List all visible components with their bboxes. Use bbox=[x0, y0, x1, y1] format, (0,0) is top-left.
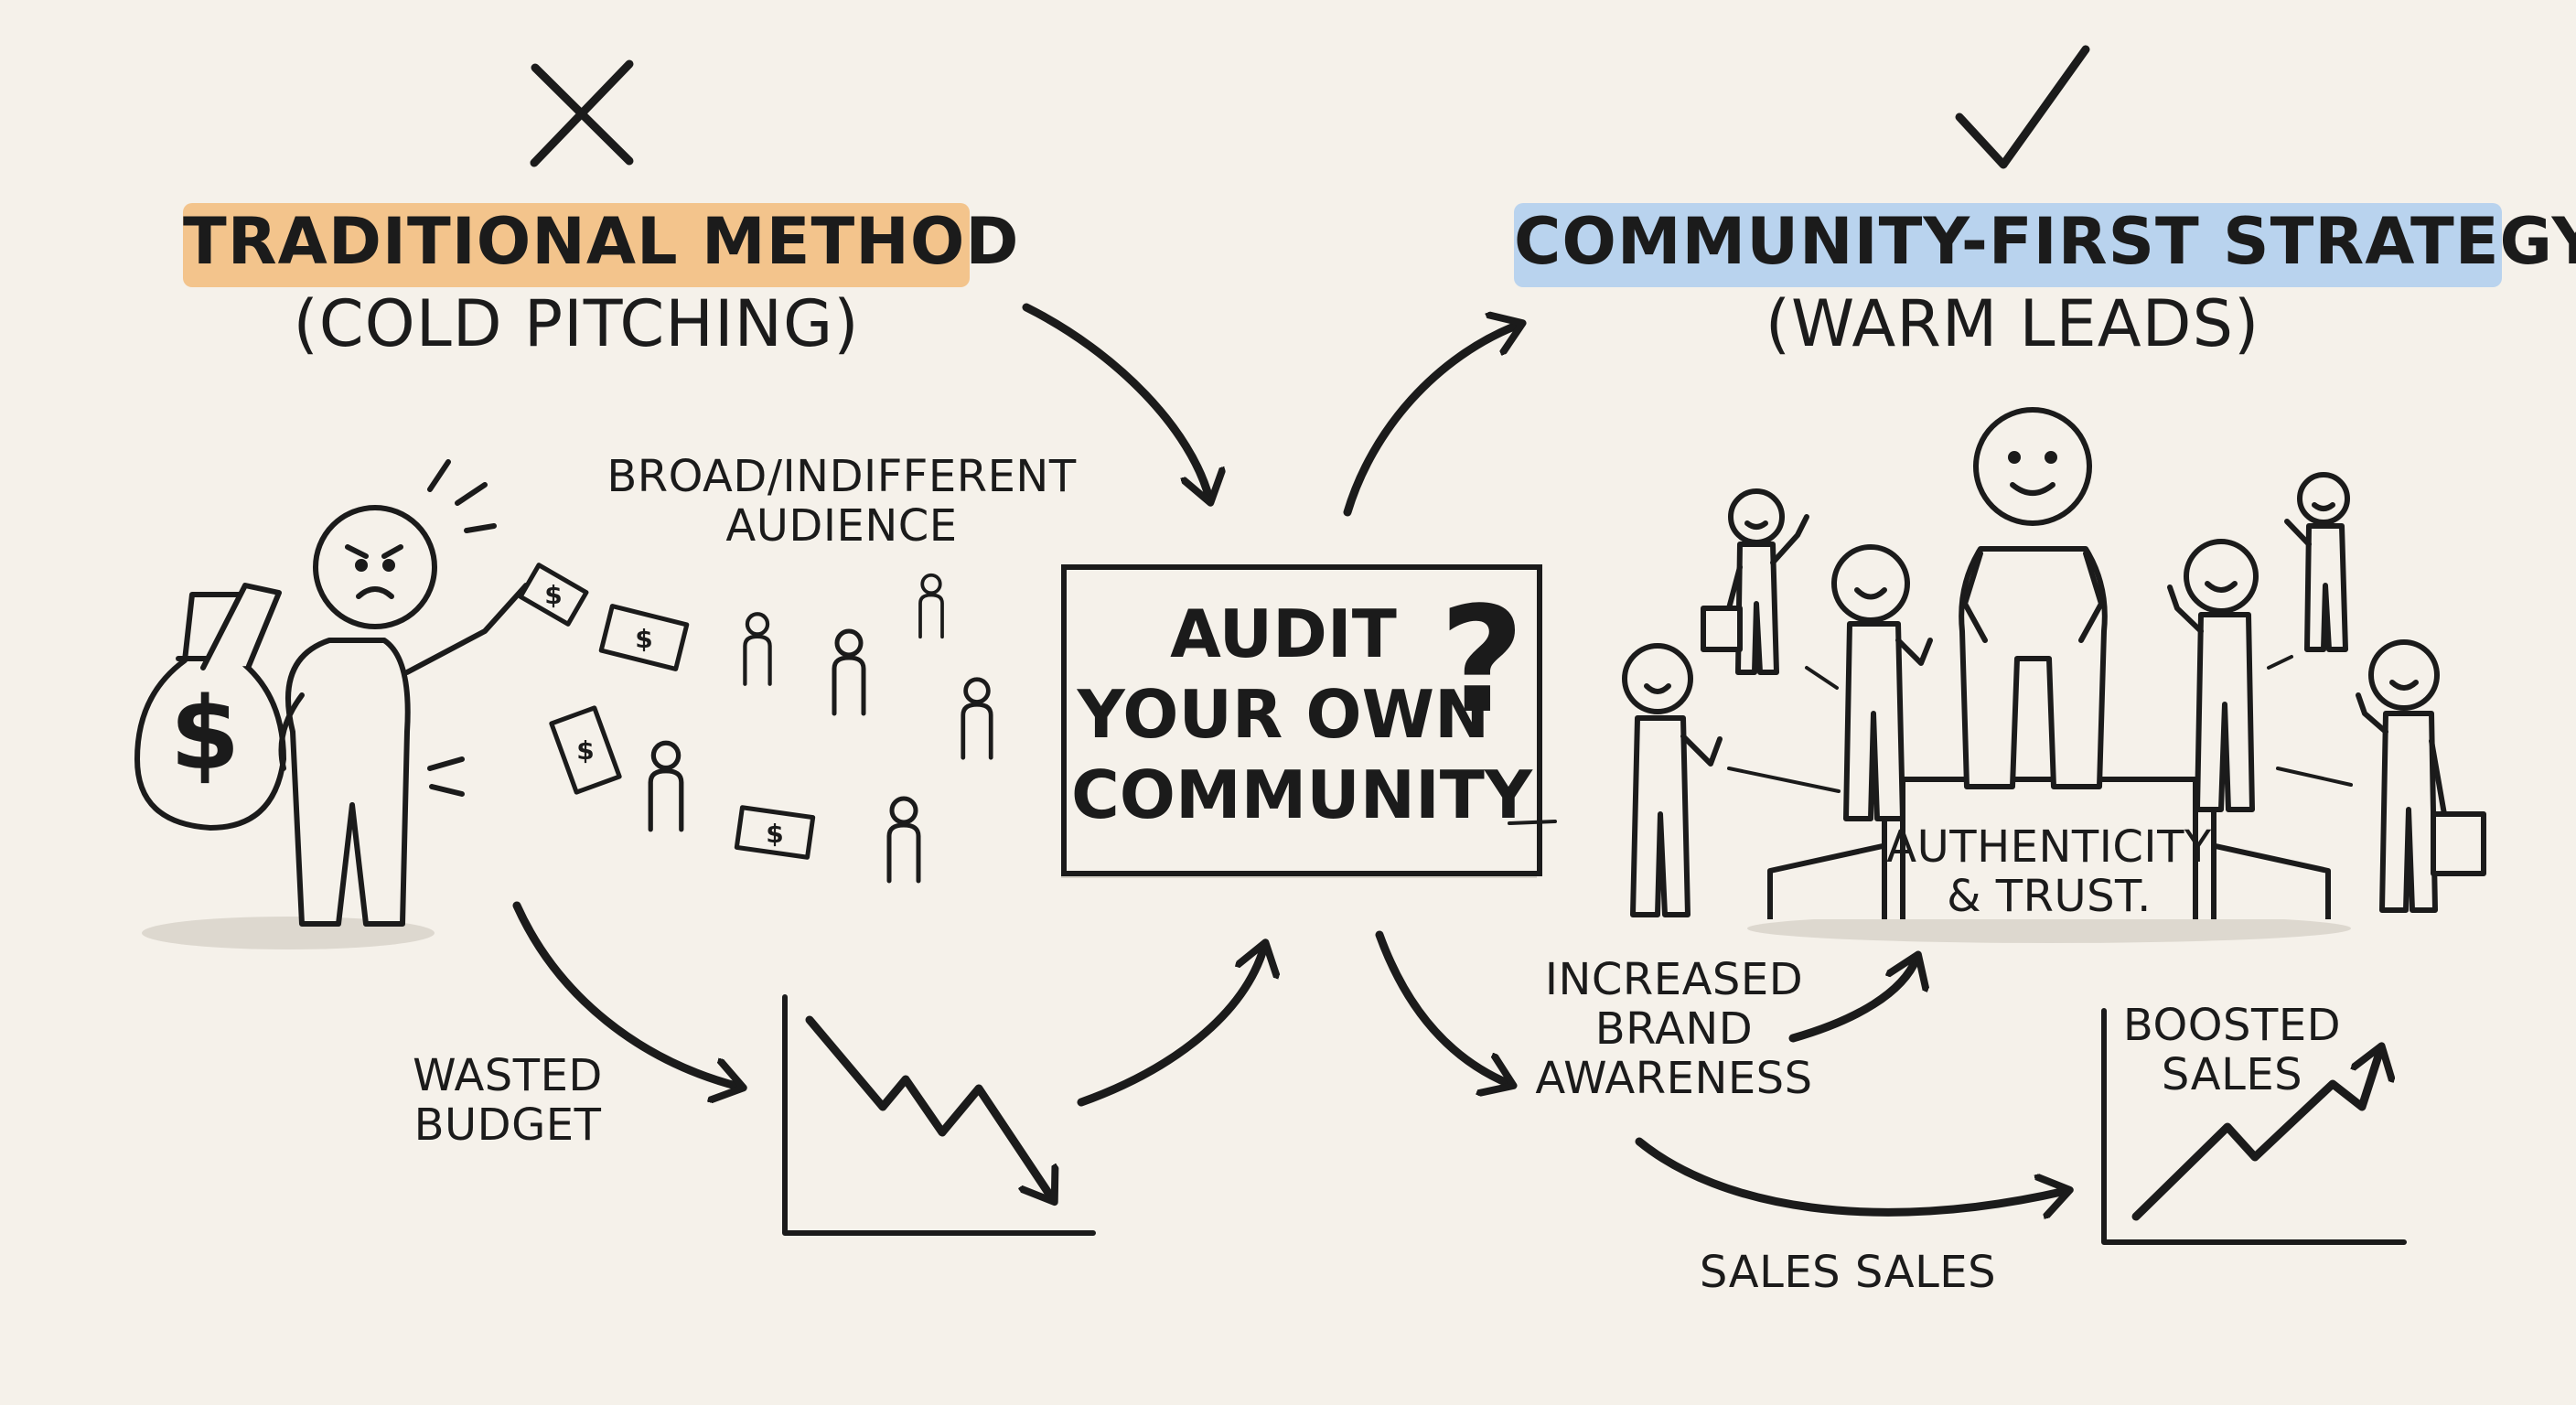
awareness-line-3: AWARENESS bbox=[1535, 1052, 1813, 1104]
svg-text:$: $ bbox=[635, 624, 652, 654]
audit-box bbox=[1061, 564, 1542, 878]
money-bag-icon: $ bbox=[134, 583, 435, 949]
cross-mark-icon bbox=[530, 59, 634, 167]
rising-chart-icon bbox=[2101, 1008, 2407, 1245]
declining-chart-icon bbox=[782, 994, 1096, 1236]
arrow-to-decline bbox=[512, 901, 739, 1087]
right-title-highlight bbox=[1514, 203, 2502, 287]
audit-line-2: YOUR OWN bbox=[1077, 675, 1490, 753]
traditional-method-title: TRADITIONAL METHOD bbox=[183, 204, 1020, 279]
warm-leads-subtitle: (WARM LEADS) bbox=[1765, 286, 2260, 361]
connection-lines bbox=[1508, 655, 2353, 825]
audit-line-3: COMMUNITY bbox=[1070, 756, 1533, 833]
cheering-figure-left bbox=[1831, 544, 1933, 821]
shopper-figure-right bbox=[2356, 639, 2486, 913]
arrow-awareness-to-trust bbox=[1788, 959, 1916, 1043]
increased-awareness-label: INCREASED BRAND AWARENESS bbox=[1514, 954, 1834, 1104]
cold-pitching-subtitle: (COLD PITCHING) bbox=[293, 286, 860, 361]
clapping-figure-left bbox=[1622, 643, 1723, 917]
broad-audience-label-line-2: AUDIENCE bbox=[725, 499, 958, 552]
svg-text:$: $ bbox=[766, 819, 783, 849]
svg-text:$: $ bbox=[576, 735, 594, 766]
sales-sales-label: SALES SALES bbox=[1699, 1247, 1997, 1298]
flow-arrows bbox=[512, 303, 2066, 1212]
awareness-line-1: INCREASED bbox=[1544, 954, 1804, 1005]
flying-money-icons bbox=[518, 563, 816, 860]
waving-figure-right bbox=[2284, 472, 2350, 652]
authenticity-line-2: & TRUST. bbox=[1947, 870, 2152, 922]
left-title-highlight bbox=[183, 203, 970, 287]
question-mark-icon: ? bbox=[1439, 574, 1525, 745]
indifferent-audience-figures bbox=[650, 573, 991, 881]
authenticity-line-1: AUTHENTICITY bbox=[1886, 821, 2212, 873]
angry-person-icon bbox=[278, 459, 529, 927]
central-figure bbox=[1959, 407, 2108, 789]
svg-text:$: $ bbox=[170, 675, 241, 792]
audit-box-text: AUDIT YOUR OWN COMMUNITY bbox=[1064, 595, 1540, 835]
audit-line-1: AUDIT bbox=[1170, 595, 1397, 672]
broad-audience-label-line-1: BROAD/INDIFFERENT bbox=[606, 451, 1077, 502]
check-mark-icon bbox=[1955, 45, 2090, 169]
bill-dollar-signs: $ $ $ $ bbox=[544, 580, 783, 849]
cheering-figure-right bbox=[2167, 539, 2259, 812]
wasted-budget-label: WASTED BUDGET bbox=[384, 1050, 631, 1151]
arrow-audit-to-awareness bbox=[1375, 930, 1509, 1084]
broad-audience-label: BROAD/INDIFFERENT AUDIENCE bbox=[585, 451, 1098, 552]
arrow-to-boosted-sales bbox=[1635, 1137, 2066, 1212]
arrow-to-audit bbox=[1022, 303, 1209, 499]
arrow-decline-to-audit bbox=[1077, 947, 1264, 1107]
happy-community-figures bbox=[1622, 407, 2486, 917]
boosted-sales-line-2: SALES bbox=[2161, 1048, 2303, 1100]
arrow-audit-to-strategy bbox=[1343, 325, 1519, 517]
wasted-budget-line-1: WASTED bbox=[413, 1050, 603, 1101]
boosted-sales-line-1: BOOSTED bbox=[2122, 1000, 2342, 1051]
boosted-sales-label: BOOSTED SALES bbox=[2104, 1000, 2360, 1100]
svg-text:$: $ bbox=[544, 580, 562, 610]
awareness-line-2: BRAND bbox=[1594, 1003, 1754, 1055]
authenticity-trust-label: AUTHENTICITY & TRUST. bbox=[1884, 821, 2214, 922]
shopper-figure-left bbox=[1701, 488, 1809, 675]
community-first-title: COMMUNITY-FIRST STRATEGY bbox=[1514, 204, 2576, 279]
wasted-budget-line-2: BUDGET bbox=[413, 1099, 602, 1151]
